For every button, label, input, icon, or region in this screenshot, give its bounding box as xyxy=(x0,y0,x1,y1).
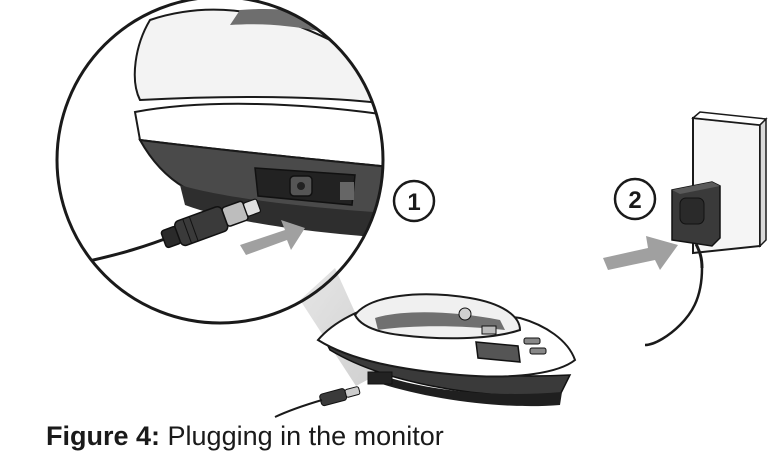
figure-label: Figure 4: xyxy=(46,421,161,451)
figure-caption: Figure 4: Plugging in the monitor xyxy=(46,421,444,452)
zoom-circle xyxy=(55,0,385,325)
power-adapter xyxy=(644,181,721,347)
figure-title: Plugging in the monitor xyxy=(167,421,444,451)
step-2-number: 2 xyxy=(628,187,641,214)
zoom-detail xyxy=(69,8,383,267)
plugging-illustration: 1 2 xyxy=(55,0,768,418)
step-2-badge: 2 xyxy=(613,177,657,221)
monitor-device xyxy=(274,293,577,418)
adapter-arrow-icon xyxy=(603,236,678,270)
insert-arrow-icon xyxy=(240,220,305,255)
step-1-number: 1 xyxy=(407,189,420,216)
step-1-badge: 1 xyxy=(392,179,436,223)
